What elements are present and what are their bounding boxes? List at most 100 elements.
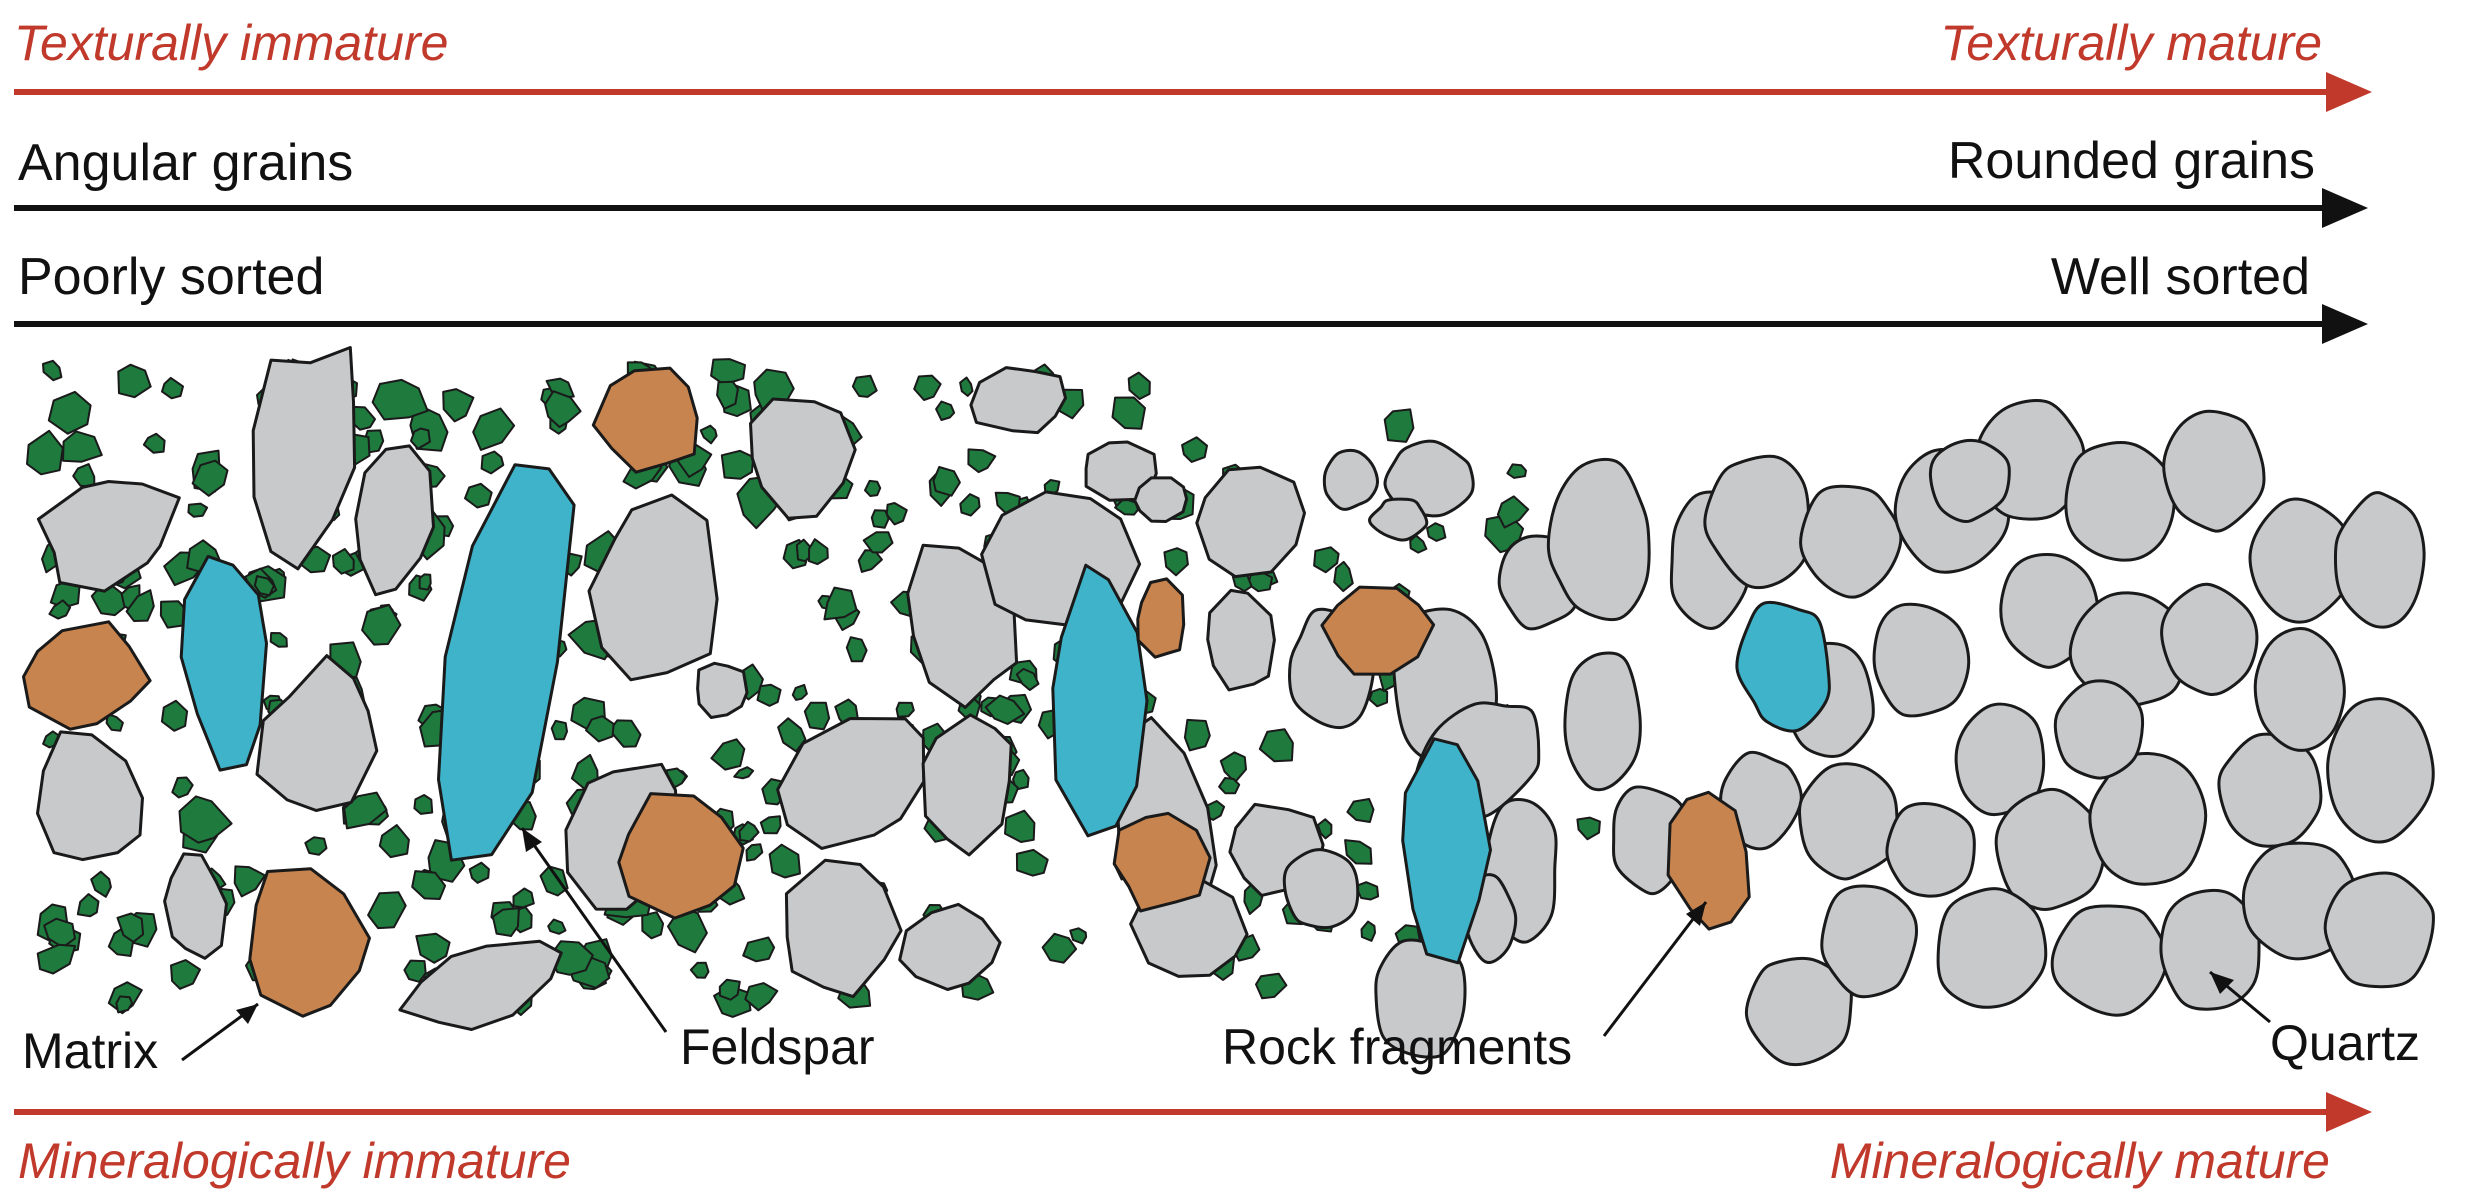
- matrix-grain: [914, 376, 940, 400]
- matrix-grain: [368, 892, 406, 928]
- rounded-grains-label: Rounded grains: [1948, 132, 2315, 190]
- feldspar-grain: [181, 556, 266, 770]
- quartz-grain: [2164, 411, 2264, 531]
- matrix-grain: [747, 844, 763, 860]
- textural-arrowhead-icon: [2326, 72, 2372, 112]
- feldspar-grain: [1737, 602, 1829, 731]
- matrix-grain: [897, 703, 914, 717]
- matrix-grain: [162, 701, 187, 731]
- matrix-grain: [1005, 811, 1034, 842]
- roundness-scale: Angular grains Rounded grains: [14, 132, 2368, 228]
- rock-fragment-grain: [593, 368, 697, 472]
- quartz-grain: [1874, 604, 1969, 716]
- matrix-grain: [936, 402, 954, 421]
- texturally-mature-label: Texturally mature: [1940, 15, 2322, 71]
- mineralogical-maturity-scale: Mineralogically immature Mineralogically…: [14, 1092, 2372, 1189]
- mineralogical-arrowhead-icon: [2326, 1092, 2372, 1132]
- matrix-grain: [711, 739, 744, 769]
- matrix-grain: [473, 409, 514, 450]
- matrix-grain: [1260, 729, 1293, 761]
- matrix-grain: [63, 431, 102, 461]
- matrix-grain: [420, 574, 431, 589]
- quartz-grain: [1887, 804, 1974, 897]
- matrix-grain: [1334, 562, 1353, 591]
- matrix-grain: [691, 963, 709, 978]
- matrix-grain: [734, 767, 753, 778]
- matrix-grain: [809, 539, 828, 564]
- matrix-grain: [144, 434, 165, 453]
- matrix-grain: [847, 637, 867, 661]
- matrix-grain: [717, 382, 738, 409]
- matrix-grain: [1362, 922, 1376, 941]
- matrix-grain: [514, 889, 534, 908]
- matrix-grain: [1070, 928, 1086, 943]
- matrix-grain: [305, 837, 326, 855]
- matrix-grain: [333, 549, 354, 574]
- matrix-grain: [172, 778, 192, 798]
- quartz-grain: [2052, 906, 2167, 1015]
- quartz-grain: [2328, 699, 2434, 842]
- quartz-grain: [1135, 478, 1187, 522]
- matrix-grain: [373, 380, 428, 420]
- matrix-grain: [1256, 974, 1286, 999]
- matrix-grain: [1129, 373, 1150, 399]
- poorly-sorted-label: Poorly sorted: [18, 248, 324, 306]
- matrix-grain: [887, 503, 907, 524]
- matrix-grain: [761, 816, 781, 833]
- matrix-grain: [1164, 548, 1188, 575]
- matrix-grain: [116, 996, 132, 1012]
- quartz-grain: [356, 446, 434, 595]
- matrix-grain: [1347, 799, 1373, 822]
- rock-fragments-pointer: [1604, 902, 1706, 1036]
- texturally-immature-label: Texturally immature: [14, 15, 448, 71]
- quartz-grain: [1370, 499, 1427, 540]
- quartz-grain: [1208, 590, 1275, 690]
- mineralogically-immature-label: Mineralogically immature: [18, 1133, 571, 1189]
- matrix-grain: [118, 365, 150, 398]
- matrix-grain: [27, 431, 63, 475]
- quartz-grain: [2162, 584, 2257, 694]
- angular-grains-label: Angular grains: [18, 134, 353, 192]
- sorting-arrowhead-icon: [2322, 304, 2368, 344]
- matrix-grain: [43, 361, 61, 380]
- matrix-grain: [470, 863, 489, 883]
- matrix-grain: [1043, 934, 1077, 963]
- matrix-grain: [404, 961, 425, 982]
- matrix-grain: [1017, 850, 1048, 876]
- matrix-grain: [443, 389, 473, 421]
- rock-fragment-grain: [250, 869, 370, 1017]
- feldspar-grain: [439, 465, 575, 861]
- matrix-grain: [1314, 547, 1339, 572]
- matrix-grain: [960, 378, 972, 396]
- quartz-grain: [38, 732, 143, 860]
- roundness-arrowhead-icon: [2322, 188, 2368, 228]
- quartz-label: Quartz: [2270, 1015, 2420, 1071]
- rock-fragment-grain: [1668, 792, 1749, 929]
- quartz-grain: [257, 656, 377, 811]
- matrix-grain: [1219, 778, 1239, 793]
- matrix-grain: [1185, 720, 1210, 751]
- matrix-grain: [416, 934, 449, 963]
- quartz-grain: [1801, 486, 1901, 597]
- matrix-grain: [865, 481, 880, 496]
- feldspar-label: Feldspar: [680, 1019, 875, 1075]
- textural-maturity-scale: Texturally immature Texturally mature: [14, 15, 2372, 112]
- matrix-grain: [872, 510, 889, 528]
- matrix-grain: [1113, 398, 1146, 429]
- quartz-grain: [165, 854, 227, 958]
- matrix-grain: [188, 504, 207, 517]
- matrix-grain: [934, 467, 960, 496]
- matrix-grain: [362, 605, 400, 645]
- matrix-grain: [271, 633, 287, 647]
- mineralogically-mature-label: Mineralogically mature: [1830, 1133, 2330, 1189]
- matrix-grain: [722, 451, 754, 479]
- quartz-grain: [1799, 764, 1897, 879]
- quartz-grain: [971, 368, 1066, 433]
- matrix-grain: [162, 378, 183, 398]
- feldspar-pointer-head-icon: [522, 828, 542, 852]
- matrix-grain: [960, 494, 979, 515]
- matrix-grain: [758, 685, 781, 706]
- matrix-grain: [1507, 464, 1526, 478]
- quartz-grain: [1284, 850, 1357, 928]
